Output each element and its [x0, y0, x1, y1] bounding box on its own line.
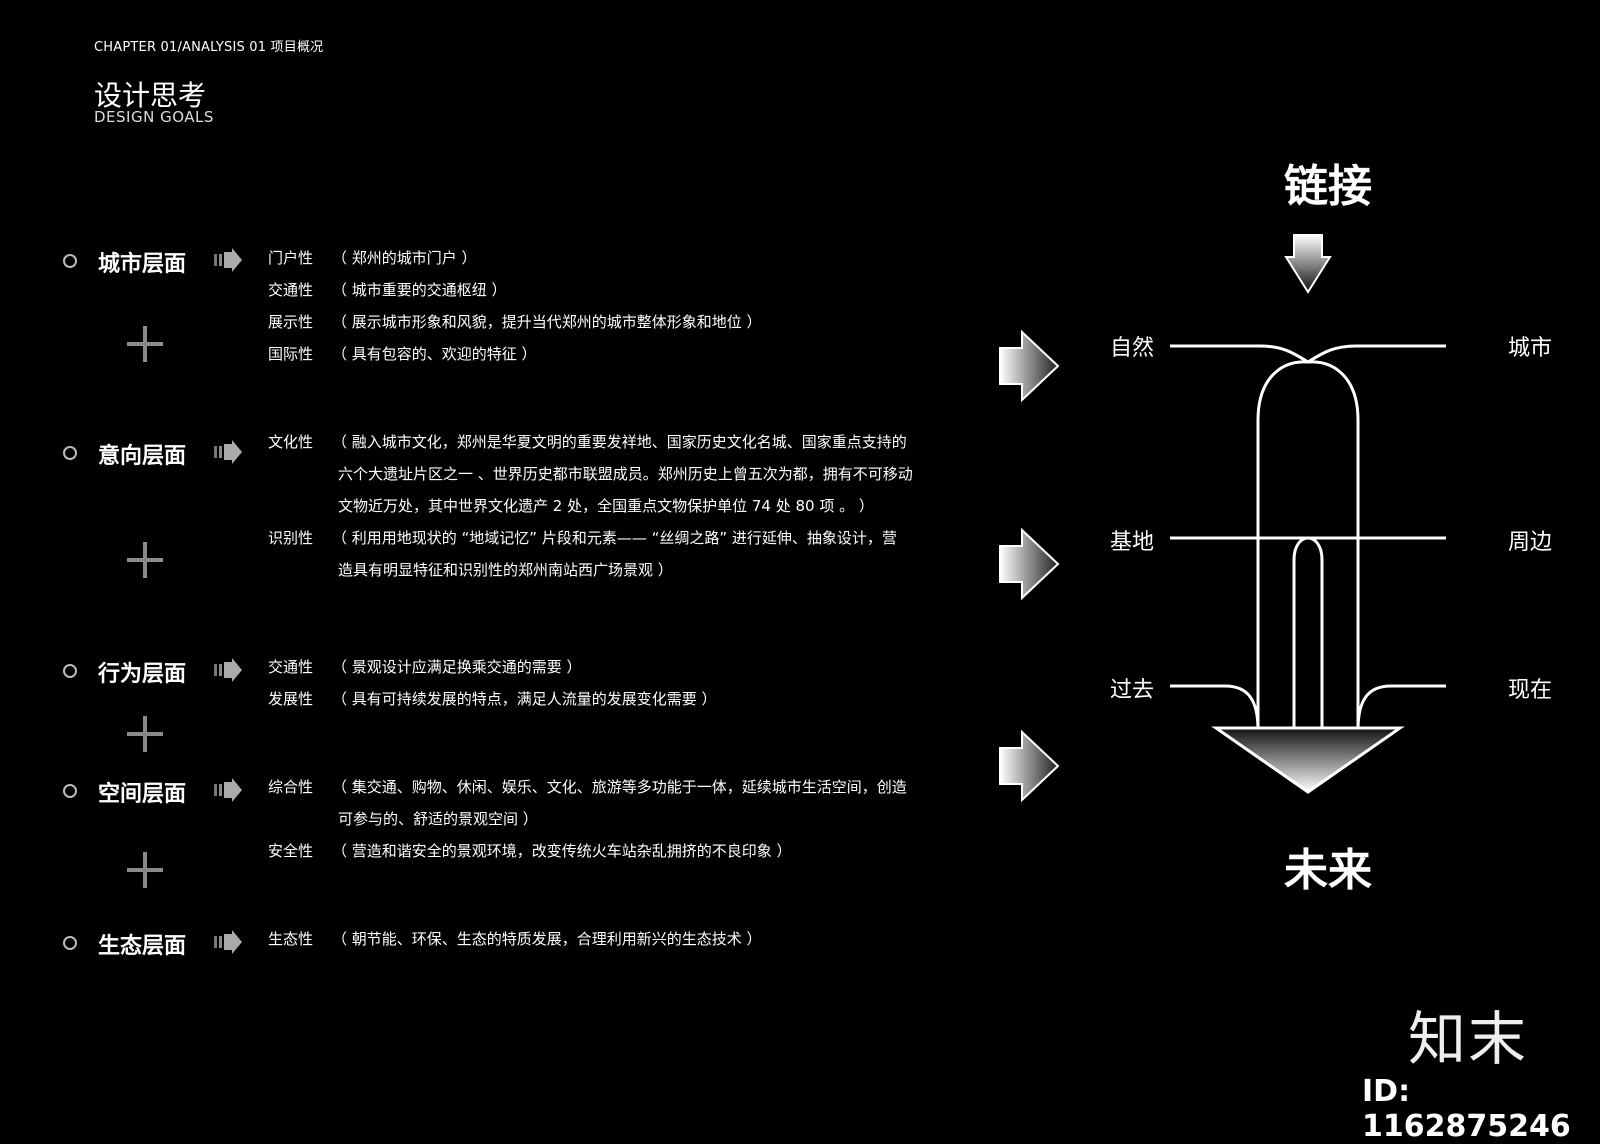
plus-icon — [127, 326, 163, 362]
pointer-arrow-icon — [999, 730, 1060, 802]
attr-name: 安全性 — [268, 842, 314, 860]
attr-name: 门户性 — [268, 249, 314, 267]
attr-desc: （ 城市重要的交通枢纽 ） — [332, 281, 507, 299]
attr-desc-cont: 可参与的、舒适的景观空间 ） — [338, 810, 538, 828]
level-arrow-icon — [214, 440, 242, 464]
plus-icon — [127, 542, 163, 578]
attr-name: 展示性 — [268, 313, 314, 331]
attr-name: 文化性 — [268, 433, 314, 451]
brand-logo: 知末 — [1408, 1005, 1529, 1073]
attr-desc: （ 具有可持续发展的特点，满足人流量的发展变化需要 ） — [332, 690, 717, 708]
connection-diagram — [1170, 234, 1446, 794]
level-title-urban: 城市层面 — [98, 252, 187, 277]
attr-desc-cont: 六个大遗址片区之一 、世界历史都市联盟成员。郑州历史上曾五次为都，拥有不可移动 — [338, 465, 913, 483]
down-arrow-icon — [1284, 234, 1332, 294]
plus-icon — [127, 852, 163, 888]
diagram-left-label: 自然 — [1110, 336, 1155, 361]
level-bullet-icon — [63, 784, 77, 798]
diagram-left-label: 基地 — [1110, 530, 1155, 555]
level-title-behavior: 行为层面 — [98, 662, 187, 687]
level-bullet-icon — [63, 936, 77, 950]
level-title-intention: 意向层面 — [98, 444, 187, 469]
page-subtitle: DESIGN GOALS — [94, 108, 214, 126]
attr-name: 生态性 — [268, 930, 314, 948]
attr-name: 交通性 — [268, 658, 314, 676]
plus-icon — [127, 716, 163, 752]
level-bullet-icon — [63, 254, 77, 268]
attr-desc: （ 郑州的城市门户 ） — [332, 249, 477, 267]
attr-desc: （ 融入城市文化，郑州是华夏文明的重要发祥地、国家历史文化名城、国家重点支持的 — [332, 433, 907, 451]
attr-name: 交通性 — [268, 281, 314, 299]
attr-name: 识别性 — [268, 529, 314, 547]
chapter-label: CHAPTER 01/ANALYSIS 01 项目概况 — [94, 40, 324, 55]
attr-desc-cont: 造具有明显特征和识别性的郑州南站西广场景观 ） — [338, 561, 673, 579]
level-bullet-icon — [63, 664, 77, 678]
diagram-right-label: 周边 — [1508, 530, 1553, 555]
level-arrow-icon — [214, 778, 242, 802]
level-arrow-icon — [214, 658, 242, 682]
level-bullet-icon — [63, 446, 77, 460]
level-arrow-icon — [214, 248, 242, 272]
future-arrow-icon — [1211, 726, 1405, 794]
page-title: 设计思考 — [94, 79, 207, 112]
attr-desc-cont: 文物近万处，其中世界文化遗产 2 处，全国重点文物保护单位 74 处 80 项 … — [338, 497, 874, 515]
level-title-space: 空间层面 — [98, 782, 187, 807]
attr-desc: （ 具有包容的、欢迎的特征 ） — [332, 345, 537, 363]
attr-desc: （ 利用用地现状的 “地域记忆” 片段和元素—— “丝绸之路” 进行延伸、抽象设… — [332, 529, 897, 547]
diagram-right-label: 现在 — [1508, 678, 1553, 703]
watermark-id: ID: 1162875246 — [1362, 1074, 1571, 1144]
attr-name: 发展性 — [268, 690, 314, 708]
attr-name: 国际性 — [268, 345, 314, 363]
attr-desc: （ 景观设计应满足换乘交通的需要 ） — [332, 658, 582, 676]
diagram-left-label: 过去 — [1110, 678, 1155, 703]
diagram-right-label: 城市 — [1508, 336, 1553, 361]
diagram-bottom-label: 未来 — [1284, 845, 1372, 896]
level-arrow-icon — [214, 930, 242, 954]
attr-desc: （ 朝节能、环保、生态的特质发展，合理利用新兴的生态技术 ） — [332, 930, 762, 948]
diagram-top-label: 链接 — [1284, 161, 1372, 212]
attr-desc: （ 展示城市形象和风貌，提升当代郑州的城市整体形象和地位 ） — [332, 313, 762, 331]
attr-desc: （ 集交通、购物、休闲、娱乐、文化、旅游等多功能于一体，延续城市生活空间，创造 — [332, 778, 907, 796]
attr-name: 综合性 — [268, 778, 314, 796]
pointer-arrow-icon — [999, 528, 1060, 600]
attr-desc: （ 营造和谐安全的景观环境，改变传统火车站杂乱拥挤的不良印象 ） — [332, 842, 792, 860]
level-title-ecology: 生态层面 — [98, 934, 187, 959]
pointer-arrow-icon — [999, 330, 1060, 402]
